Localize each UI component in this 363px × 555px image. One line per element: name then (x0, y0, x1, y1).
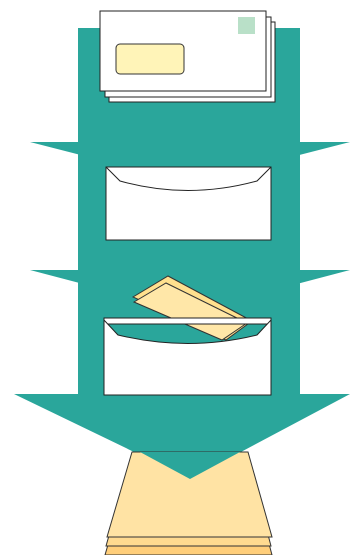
stamp-icon (238, 17, 255, 34)
opened-envelope (105, 166, 272, 241)
envelope-front-body (103, 318, 272, 396)
envelope-body (105, 166, 272, 241)
letter-extraction (103, 275, 272, 396)
envelope-flap (105, 166, 272, 191)
envelope-back-lip (103, 317, 272, 325)
address-window (115, 43, 185, 75)
envelope-stack (99, 10, 276, 103)
flow-arrow-tip (140, 452, 240, 479)
letter-stack (104, 451, 273, 555)
